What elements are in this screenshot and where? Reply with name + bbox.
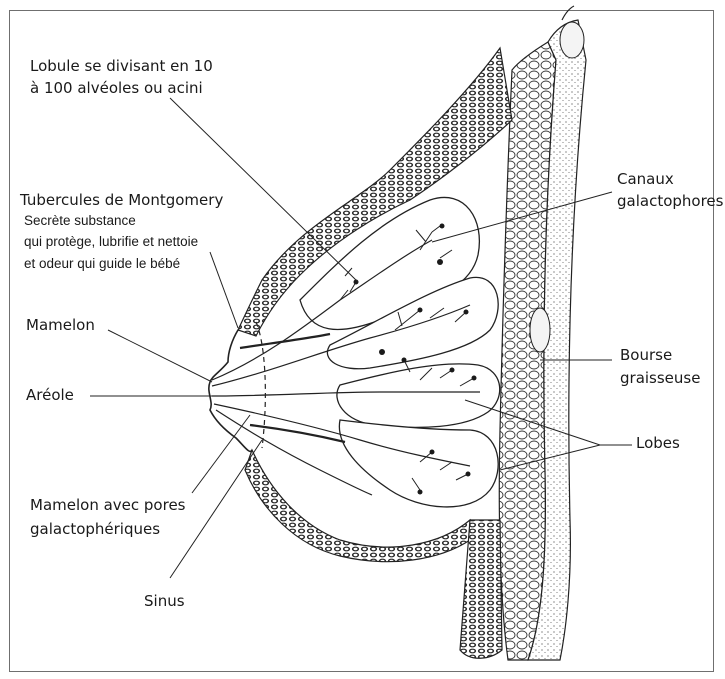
label-bourse-line1: Bourse (620, 344, 672, 367)
label-montgomery-note-3: et odeur qui guide le bébé (24, 254, 180, 274)
label-areole: Aréole (26, 384, 74, 407)
label-lobule-line2: à 100 alvéoles ou acini (30, 77, 203, 100)
label-montgomery-note-2: qui protège, lubrifie et nettoie (24, 232, 198, 252)
label-lobule-line1: Lobule se divisant en 10 (30, 55, 213, 78)
chest-wall (499, 6, 586, 660)
label-montgomery-note-1: Secrète substance (24, 211, 136, 231)
label-canaux-line2: galactophores (617, 190, 723, 213)
label-mamelon: Mamelon (26, 314, 95, 337)
label-bourse-line2: graisseuse (620, 367, 700, 390)
label-mamelon-pores-line2: galactophériques (30, 518, 160, 541)
label-montgomery-title: Tubercules de Montgomery (20, 189, 223, 212)
label-sinus: Sinus (144, 590, 185, 613)
label-lobes: Lobes (636, 432, 680, 455)
areola-boundary (256, 322, 265, 448)
label-canaux-line1: Canaux (617, 168, 674, 191)
label-mamelon-pores-line1: Mamelon avec pores (30, 494, 186, 517)
